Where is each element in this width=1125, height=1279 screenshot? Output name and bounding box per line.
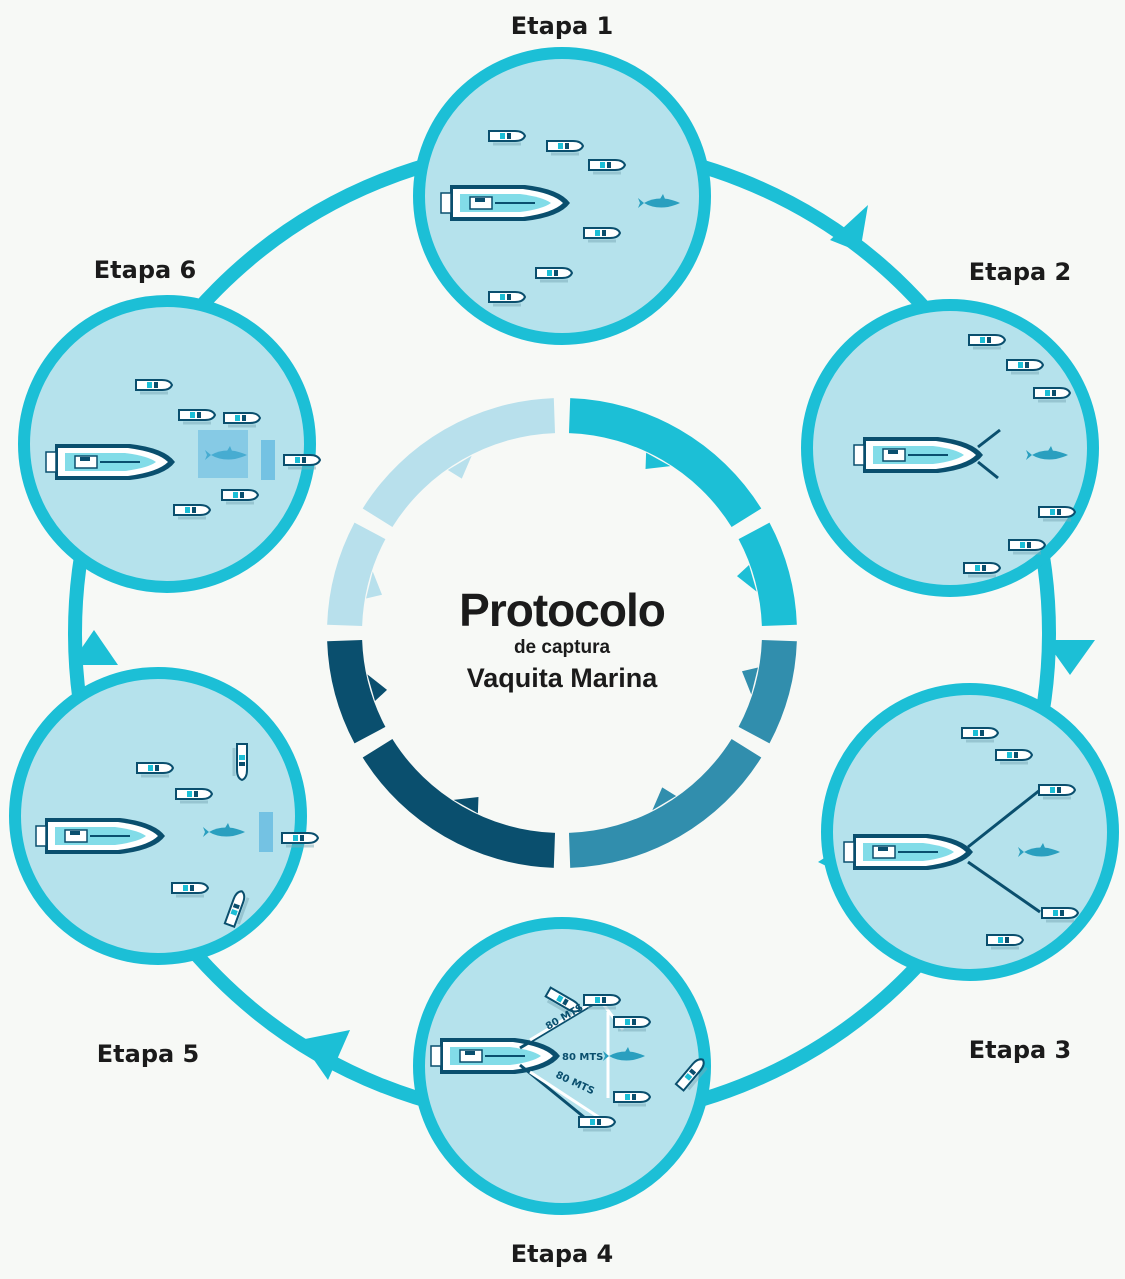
stage-label-1: Etapa 1: [510, 12, 614, 40]
center-subtitle-line2: Vaquita Marina: [466, 663, 658, 693]
inner-ring-arrow-1: [645, 452, 671, 470]
inner-ring-arrow-4: [652, 787, 677, 811]
arrow-marker-1-2: [830, 205, 868, 252]
stage-circle-1: [413, 47, 711, 345]
inner-ring-arrow-8: [447, 455, 472, 479]
inner-ring-segment-5: [362, 738, 556, 868]
inner-ring-segment-1: [568, 398, 762, 528]
inner-ring-arrow-3: [741, 667, 758, 695]
inner-ring-segment-4: [568, 738, 762, 868]
stage-circle-5: [9, 667, 320, 965]
inner-ring-segment-3: [738, 639, 797, 744]
stage-label-6: Etapa 6: [93, 256, 197, 284]
inner-ring-segment-6: [327, 639, 386, 744]
center-title: Protocolo: [459, 584, 666, 636]
inner-segmented-ring: [327, 398, 797, 868]
center-subtitle-line1: de captura: [513, 637, 611, 658]
stage-label-3: Etapa 3: [968, 1036, 1072, 1064]
inner-ring-arrow-7: [366, 571, 383, 599]
center-title-block: Protocolo de captura Vaquita Marina: [459, 584, 666, 695]
inner-ring-segment-8: [362, 398, 556, 528]
inner-ring-segment-2: [738, 522, 797, 627]
stage-circle-2: [801, 299, 1099, 597]
arrow-marker-2-3: [1045, 640, 1095, 675]
inner-ring-arrow-5: [453, 796, 479, 814]
stage-circle-6: [18, 295, 322, 593]
arrow-marker-5-6: [70, 630, 118, 665]
arrow-marker-4-5: [300, 1030, 350, 1080]
stage-circle-3: [821, 683, 1119, 981]
stage-label-5: Etapa 5: [96, 1040, 200, 1068]
inner-ring-segment-7: [327, 522, 386, 627]
distance-label-middle: 80 MTS: [562, 1052, 603, 1063]
stage-label-4: Etapa 4: [510, 1240, 614, 1268]
inner-ring-arrow-6: [367, 674, 388, 702]
inner-ring-arrow-2: [736, 564, 757, 592]
stage-circle-4: 80 MTS 80 MTS 80 MTS: [413, 917, 711, 1215]
stage-label-2: Etapa 2: [968, 258, 1072, 286]
